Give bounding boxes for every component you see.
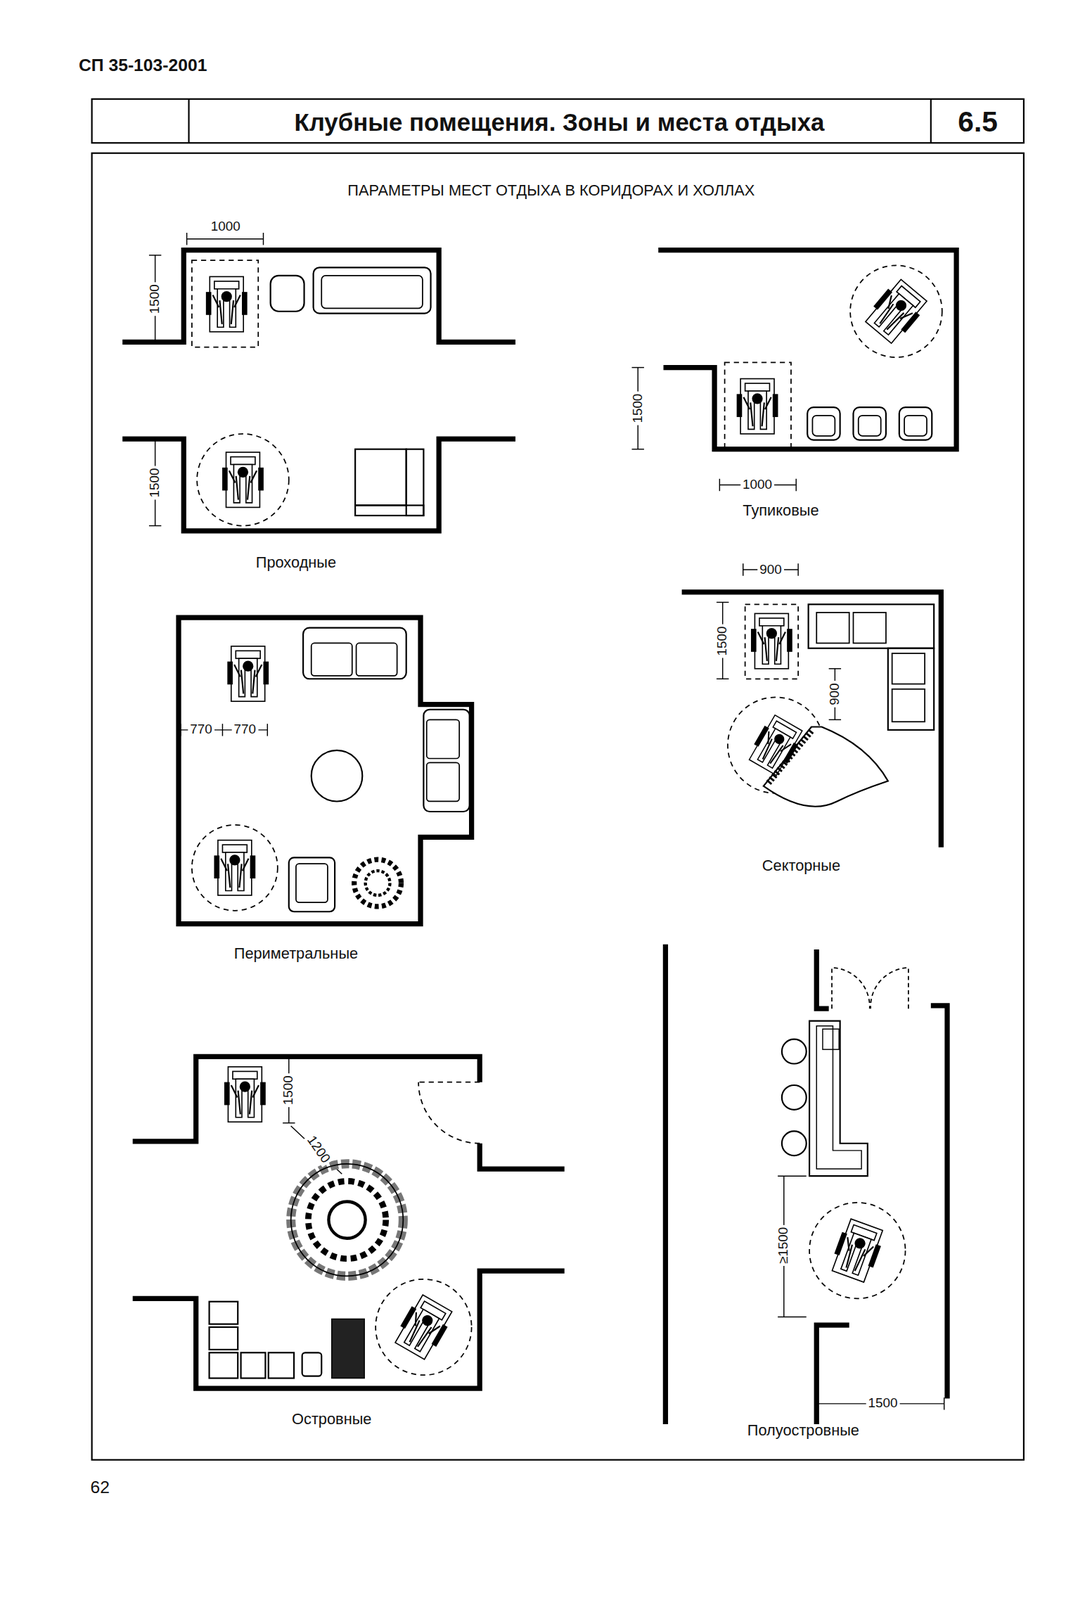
section-label: 6.5 — [957, 106, 998, 139]
dimension-label: 1500 — [715, 624, 730, 659]
dimension-label: ≥1500 — [776, 1224, 792, 1266]
section-label: ПАРАМЕТРЫ МЕСТ ОТДЫХА В КОРИДОРАХ И ХОЛЛ… — [347, 182, 755, 199]
section-label: 62 — [90, 1478, 110, 1498]
dimension-label: 1500 — [866, 1396, 901, 1412]
dimension-label: 1000 — [208, 219, 243, 235]
page-title: Клубные помещения. Зоны и места отдыха — [293, 108, 825, 136]
section-label: Тупиковые — [742, 502, 819, 519]
section-label: СП 35-103-2001 — [78, 56, 207, 76]
dimension-label: 770 — [232, 722, 259, 737]
section-label: Периметральные — [234, 945, 358, 962]
dimension-label: 1500 — [630, 391, 646, 426]
dimension-label: 900 — [757, 562, 784, 578]
section-label: Проходные — [255, 554, 337, 571]
section-label: Островные — [291, 1410, 372, 1428]
section-label: Секторные — [762, 857, 841, 875]
dimension-label: 1000 — [740, 477, 775, 493]
dimension-label: 1500 — [147, 281, 163, 316]
dimension-label: 1500 — [147, 466, 163, 500]
dimension-label: 900 — [827, 680, 843, 707]
dimension-label: 770 — [187, 722, 214, 737]
section-label: Полуостровные — [747, 1421, 860, 1439]
dimension-label: 1500 — [281, 1073, 297, 1107]
dimension-label: 1200 — [303, 1131, 335, 1168]
